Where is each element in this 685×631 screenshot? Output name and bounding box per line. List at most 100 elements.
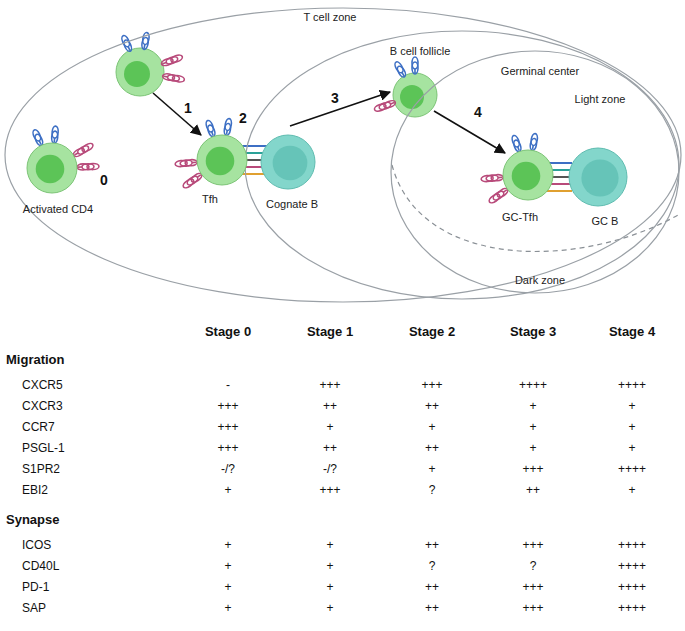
receptor [393, 61, 407, 79]
table-cell: + [529, 420, 536, 434]
receptor [182, 172, 203, 190]
column-header: Stage 1 [307, 324, 353, 340]
receptor [51, 126, 58, 143]
table-cell: + [529, 399, 536, 413]
receptor [72, 142, 94, 158]
table-cell: ++ [425, 399, 439, 413]
stage-arrow [290, 92, 390, 126]
cell: GC B [568, 147, 628, 207]
receptors [32, 32, 539, 204]
table-cell: + [326, 420, 333, 434]
receptor [374, 99, 397, 112]
table-cell: ++++ [618, 378, 646, 392]
receptor [161, 54, 184, 67]
region-label: B cell follicle [390, 45, 451, 58]
receptor [77, 163, 99, 170]
row-header: CCR7 [22, 420, 55, 434]
table-cell: ++++ [618, 601, 646, 615]
table-cell: + [224, 559, 231, 573]
table-cell: ++ [526, 483, 540, 497]
column-header: Stage 2 [409, 324, 455, 340]
zone-region: B cell follicleGerminal centerLight zone… [244, 30, 680, 300]
receptor [488, 187, 509, 205]
receptor [32, 129, 45, 147]
cell: Cognate B [260, 134, 316, 190]
column-header: Stage 4 [609, 324, 655, 340]
cell-body [260, 134, 316, 190]
table-cell: + [326, 559, 333, 573]
region-label: Dark zone [515, 274, 565, 287]
cell: Tfh [196, 134, 248, 186]
table-cell: +++ [319, 378, 340, 392]
table-cell: + [628, 399, 635, 413]
cell-body [502, 149, 554, 201]
table-cell: ? [530, 559, 537, 573]
table-cell: + [224, 580, 231, 594]
table-cell: ++++ [618, 559, 646, 573]
column-header: Stage 0 [205, 324, 251, 340]
cell-body [568, 147, 628, 207]
receptor [529, 133, 538, 151]
stage-arrow [153, 93, 201, 135]
section-header: Synapse [6, 512, 59, 528]
stage-arrow [434, 111, 505, 153]
callout-number: 4 [474, 104, 482, 121]
cell-label: Cognate B [266, 198, 318, 211]
callout-number: 0 [100, 172, 108, 189]
table-cell: - [226, 378, 230, 392]
zone-region: Germinal centerLight zoneDark zoneGC-Tfh… [390, 50, 680, 294]
table-cell: ++ [323, 441, 337, 455]
row-header: CD40L [22, 559, 59, 573]
row-header: CXCR5 [22, 378, 63, 392]
receptor [481, 174, 503, 182]
row-header: CXCR3 [22, 399, 63, 413]
row-header: ICOS [22, 538, 51, 552]
cell-body [196, 134, 248, 186]
receptor [205, 120, 216, 138]
table-cell: ++++ [618, 462, 646, 476]
table-cell: +++ [319, 483, 340, 497]
zone-region: T cell zoneB cell follicleGerminal cente… [4, 7, 682, 303]
table-cell: +++ [421, 378, 442, 392]
table-cell: ++++ [519, 378, 547, 392]
table-cell: +++ [217, 441, 238, 455]
table-cell: ++ [425, 538, 439, 552]
receptor [223, 118, 232, 136]
receptor [511, 135, 522, 153]
cell-label: Tfh [202, 193, 218, 206]
table-cell: + [224, 601, 231, 615]
table-cell: ++ [323, 399, 337, 413]
table-cell: + [628, 420, 635, 434]
region-label: T cell zone [304, 11, 357, 24]
receptor [175, 159, 197, 167]
table-cell: +++ [217, 420, 238, 434]
table-cell: +++ [217, 399, 238, 413]
table-cell: ++++ [618, 580, 646, 594]
table-cell: +++ [522, 462, 543, 476]
column-header: Stage 3 [510, 324, 556, 340]
table-cell: + [628, 441, 635, 455]
callout-number: 2 [239, 110, 247, 127]
table-cell: -/? [323, 462, 337, 476]
callout-number: 1 [184, 100, 192, 117]
table-cell: + [628, 483, 635, 497]
region-label: Germinal center [501, 65, 579, 78]
row-header: SAP [22, 601, 46, 615]
table-cell: ++ [425, 441, 439, 455]
table-cell: + [224, 483, 231, 497]
table-cell: ++ [425, 580, 439, 594]
table-cell: ? [429, 483, 436, 497]
synapse-bond [546, 190, 572, 192]
table-cell: + [224, 538, 231, 552]
row-header: EBI2 [22, 483, 48, 497]
table-cell: +++ [522, 601, 543, 615]
row-header: PD-1 [22, 580, 49, 594]
table-cell: + [428, 462, 435, 476]
row-header: S1PR2 [22, 462, 60, 476]
table-cell: + [326, 601, 333, 615]
receptor [162, 73, 185, 83]
migrating-cell [116, 48, 164, 96]
table-cell: +++ [522, 580, 543, 594]
cell: Activated CD4 [26, 142, 78, 194]
table-cell: +++ [522, 538, 543, 552]
